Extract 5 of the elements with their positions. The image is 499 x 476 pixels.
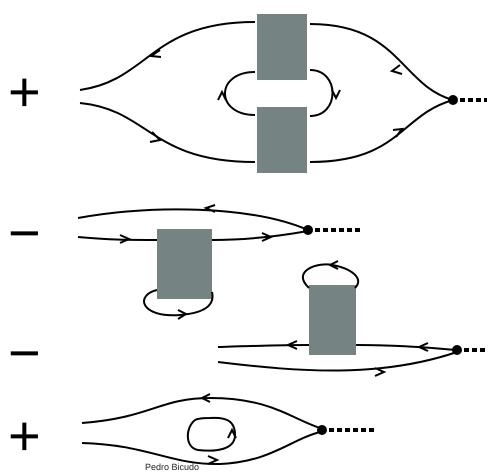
sign-label: −: [8, 325, 41, 381]
sign-label: −: [8, 205, 41, 261]
sign-label: +: [8, 64, 41, 120]
sign-label: +: [8, 408, 41, 464]
signature: Pedro Bicudo: [145, 462, 200, 472]
